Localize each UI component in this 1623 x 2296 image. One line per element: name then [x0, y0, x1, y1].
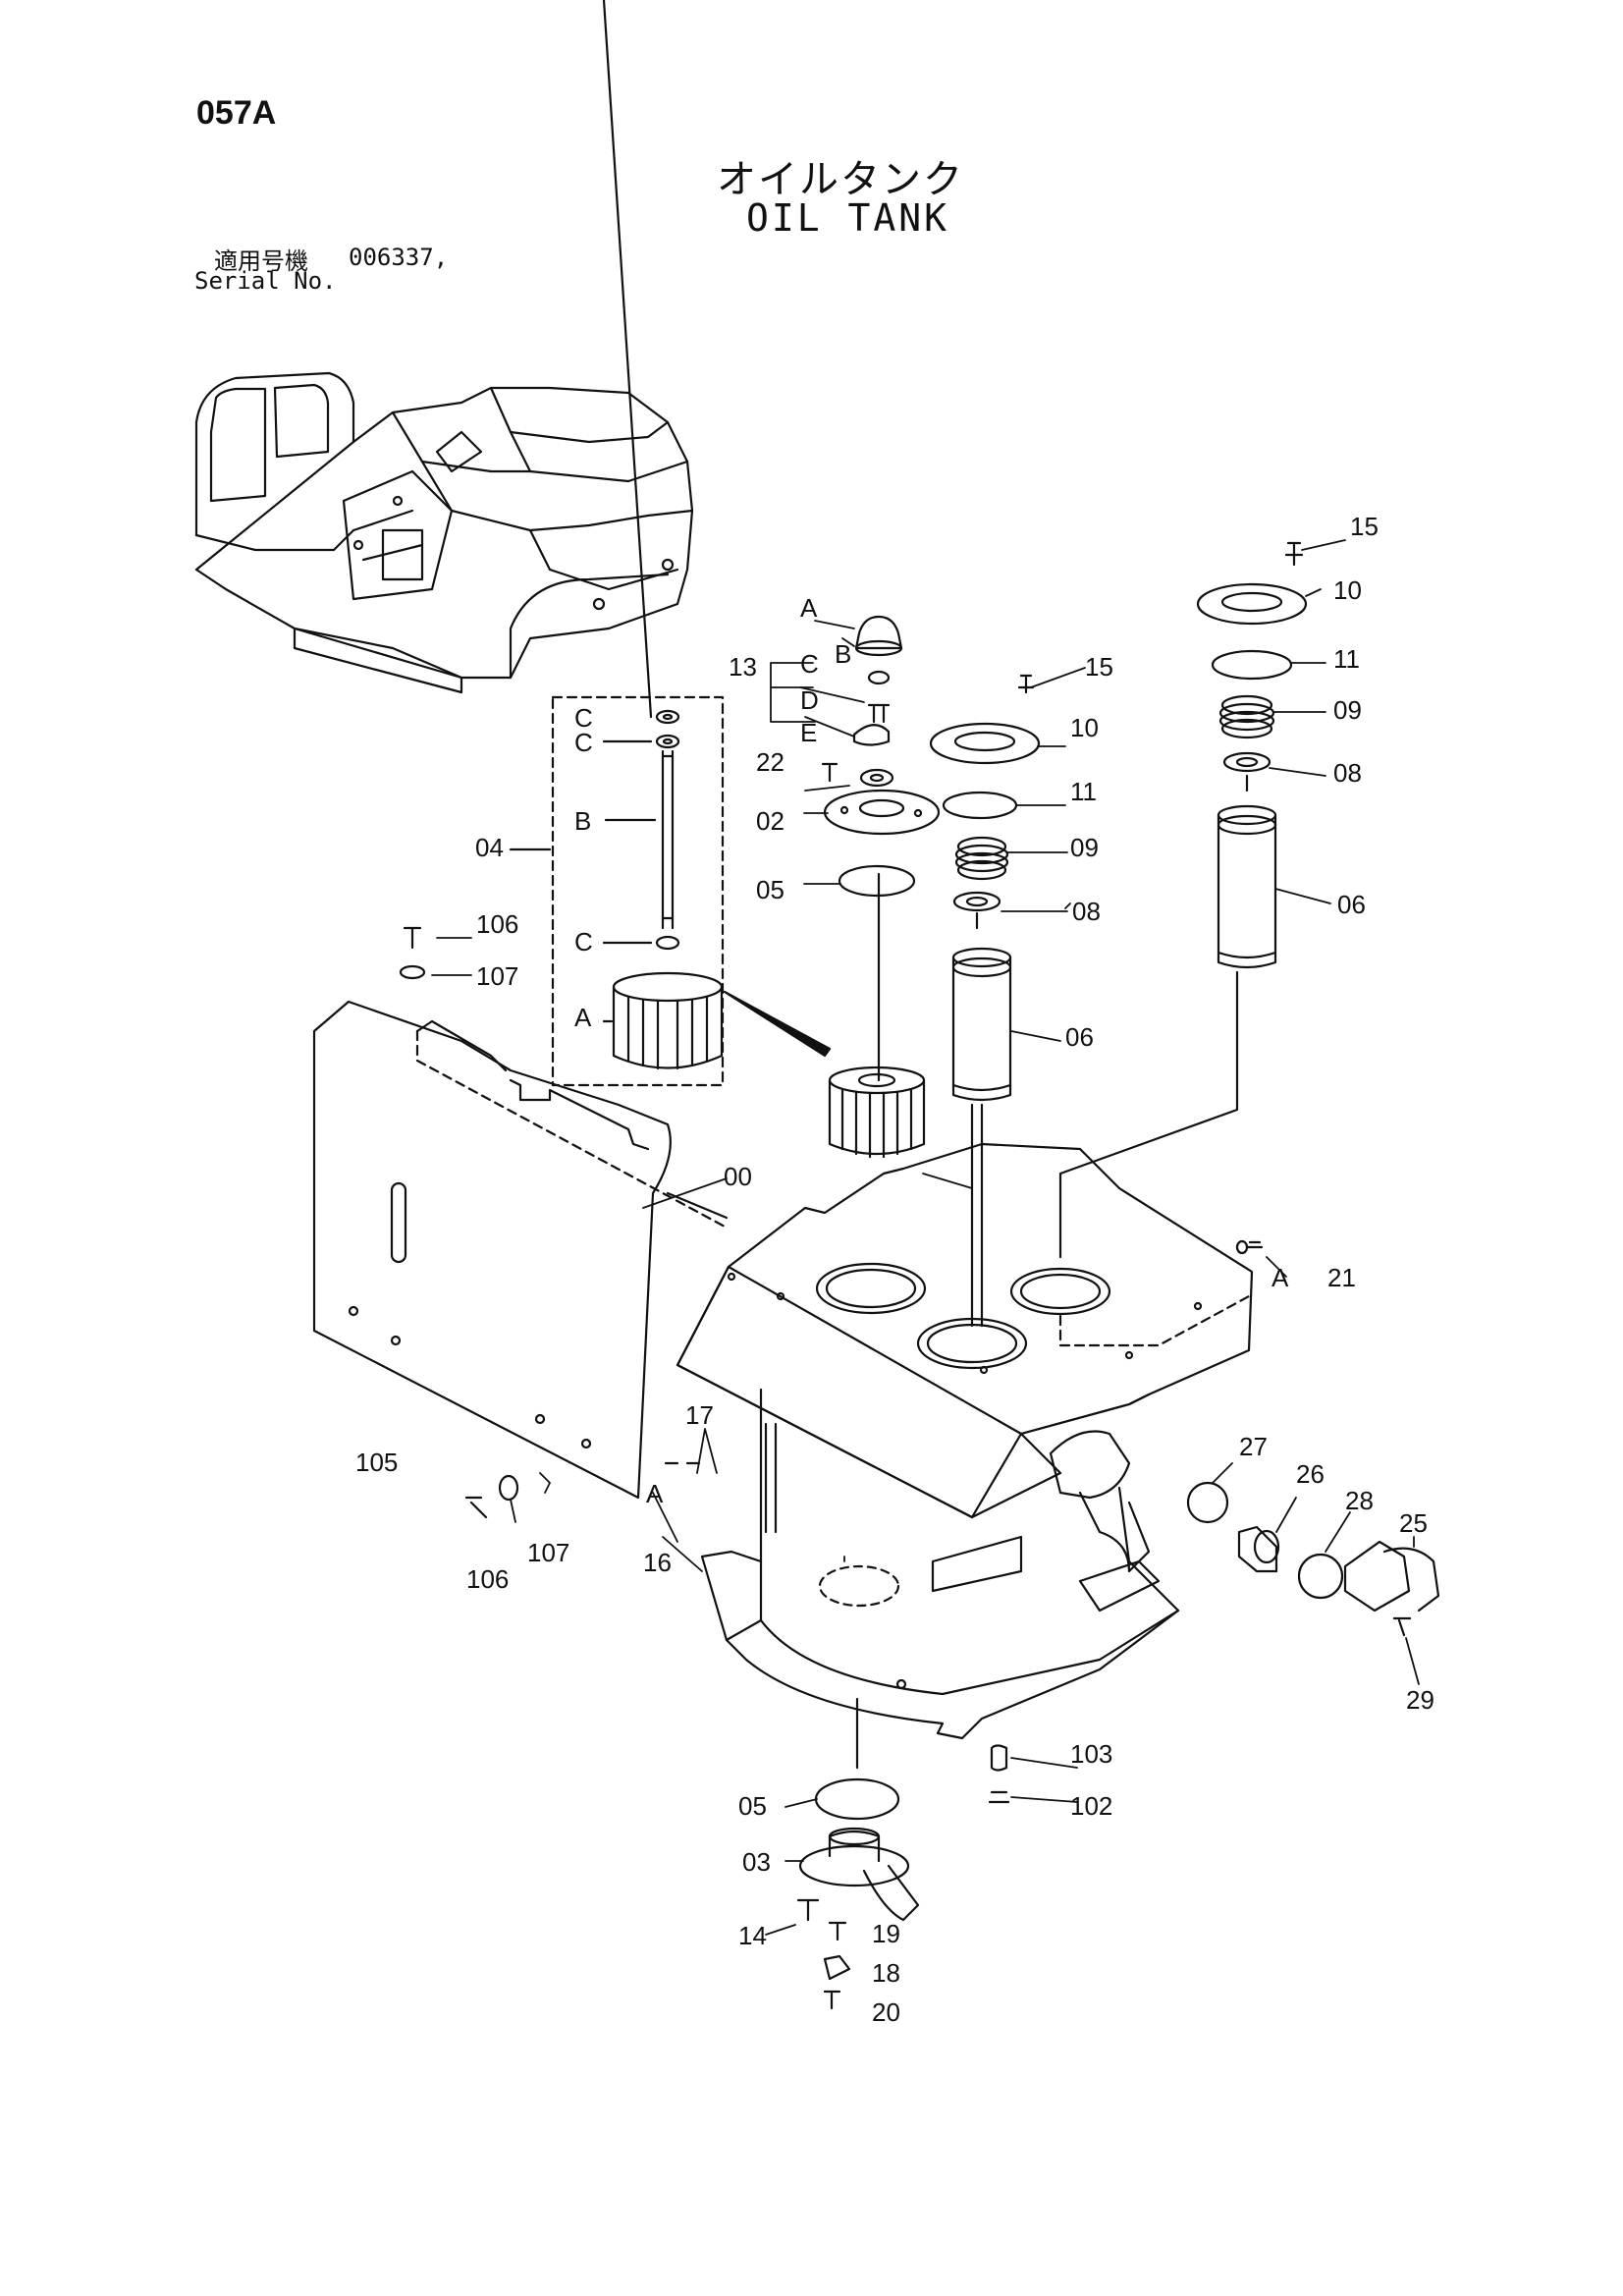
sub-letter: E	[800, 718, 817, 747]
callout: 00	[724, 1162, 752, 1191]
callout: 107	[476, 961, 518, 991]
leader-lines	[431, 539, 1420, 1936]
callout: 106	[476, 909, 518, 939]
callout: 105	[355, 1448, 398, 1477]
sub-letter: C	[574, 728, 593, 757]
sub-letter: C	[574, 703, 593, 733]
callout: 17	[685, 1400, 714, 1430]
serial-label-japanese: 適用号機	[214, 247, 308, 275]
callout: 10	[1333, 575, 1362, 605]
strainer-assembly-detail	[509, 0, 725, 1087]
callout: 11	[1070, 777, 1097, 806]
side-cover	[312, 1000, 729, 1500]
callout: 103	[1070, 1739, 1112, 1769]
callout: 08	[1333, 758, 1362, 788]
callout: 16	[643, 1548, 672, 1577]
page-title-japanese: オイルタンク	[717, 157, 964, 202]
callout: 08	[1072, 897, 1101, 926]
excavator-location-sketch	[194, 371, 694, 694]
callout: 29	[1406, 1685, 1434, 1715]
callout-labels: 00 02 03 04 05 05 06 06 08 08 09 09 10 1…	[355, 512, 1434, 2027]
callout: 02	[756, 806, 784, 836]
callout: 09	[1333, 695, 1362, 725]
callout: 20	[872, 1997, 900, 2027]
callout: 27	[1239, 1432, 1268, 1461]
callout: 11	[1333, 644, 1360, 674]
sub-letter: A	[1271, 1263, 1289, 1292]
callout: 107	[527, 1538, 569, 1567]
callout: 18	[872, 1958, 900, 1988]
sub-letter: C	[800, 649, 819, 679]
serial-number: 006337,	[349, 244, 449, 271]
callout: 26	[1296, 1459, 1325, 1489]
callout: 09	[1070, 833, 1099, 862]
side-port-parts	[1186, 1481, 1440, 1637]
callout: 06	[1065, 1022, 1094, 1052]
oil-tank-body	[676, 1142, 1254, 1740]
callout: 15	[1350, 512, 1379, 541]
callout: 05	[738, 1791, 767, 1821]
return-filter-stack-left	[929, 674, 1041, 1328]
callout: 10	[1070, 713, 1099, 742]
callout: 106	[466, 1564, 509, 1594]
page-title: OIL TANK	[746, 196, 950, 240]
callout: 102	[1070, 1791, 1112, 1821]
callout: 19	[872, 1919, 900, 1948]
sub-letter: B	[574, 806, 591, 836]
callout: 04	[475, 833, 504, 862]
sub-part-letters: A B C D E C C B C A A A	[574, 593, 1289, 1508]
callout: 13	[729, 652, 757, 682]
strainer-stack	[823, 615, 941, 1159]
callout: 21	[1327, 1263, 1356, 1292]
page-number: 057A	[196, 94, 277, 132]
sub-letter: A	[574, 1003, 592, 1032]
callout: 06	[1337, 890, 1366, 919]
serial-label: Serial No.	[194, 267, 337, 295]
callout: 14	[738, 1921, 767, 1950]
callout: 15	[1085, 652, 1113, 682]
callout: 28	[1345, 1486, 1374, 1515]
sub-letter: A	[800, 593, 818, 623]
callout: 22	[756, 747, 784, 777]
sub-letter: C	[574, 927, 593, 957]
return-filter-stack-right	[1058, 541, 1308, 1259]
callout: 05	[756, 875, 784, 904]
callout: 03	[742, 1847, 771, 1877]
sub-letter: B	[835, 639, 851, 669]
fasteners	[399, 762, 1264, 1804]
callout: 25	[1399, 1508, 1428, 1538]
sub-letter: A	[646, 1479, 664, 1508]
sub-letter: D	[800, 685, 819, 715]
